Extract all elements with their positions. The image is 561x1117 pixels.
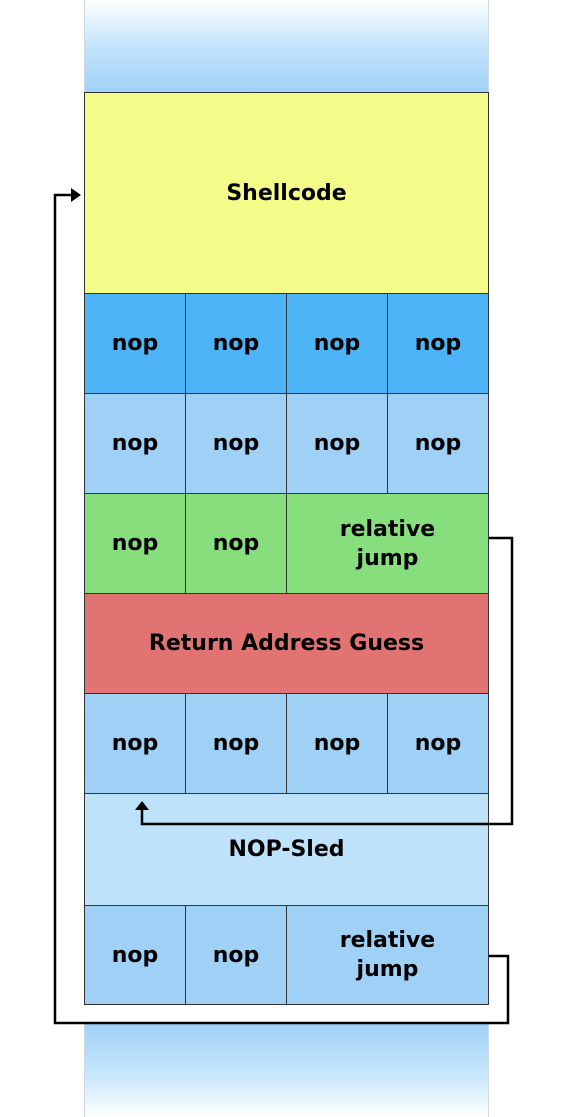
shellcode-block: Shellcode [84,92,489,294]
shellcode-label: Shellcode [226,180,347,206]
arrowhead-up [135,801,149,810]
nop-cell: nop [387,693,489,794]
stack-fade-top [84,0,489,93]
nop-cell: nop [286,393,388,494]
relative-jump-cell: relative jump [286,905,489,1005]
return-address-block: Return Address Guess [84,593,489,694]
nop-cell: nop [185,393,287,494]
stack-fade-bottom [84,1023,489,1117]
nop-sled-label: NOP-Sled [228,837,345,862]
relative-jump-cell: relative jump [286,493,489,594]
nop-cell: nop [84,293,186,394]
nop-cell: nop [387,393,489,494]
arrowhead-right [71,188,81,202]
nop-cell: nop [84,493,186,594]
nop-cell: nop [387,293,489,394]
nop-cell: nop [84,693,186,794]
nop-cell: nop [185,693,287,794]
nop-cell: nop [84,393,186,494]
jump-arrow-to-sled [140,536,514,826]
nop-cell: nop [286,293,388,394]
nop-cell: nop [185,905,287,1005]
nop-cell: nop [185,493,287,594]
jump-arrow-to-shellcode [53,193,510,1025]
return-address-label: Return Address Guess [148,631,425,656]
nop-cell: nop [286,693,388,794]
nop-sled-block: NOP-Sled [84,793,489,906]
